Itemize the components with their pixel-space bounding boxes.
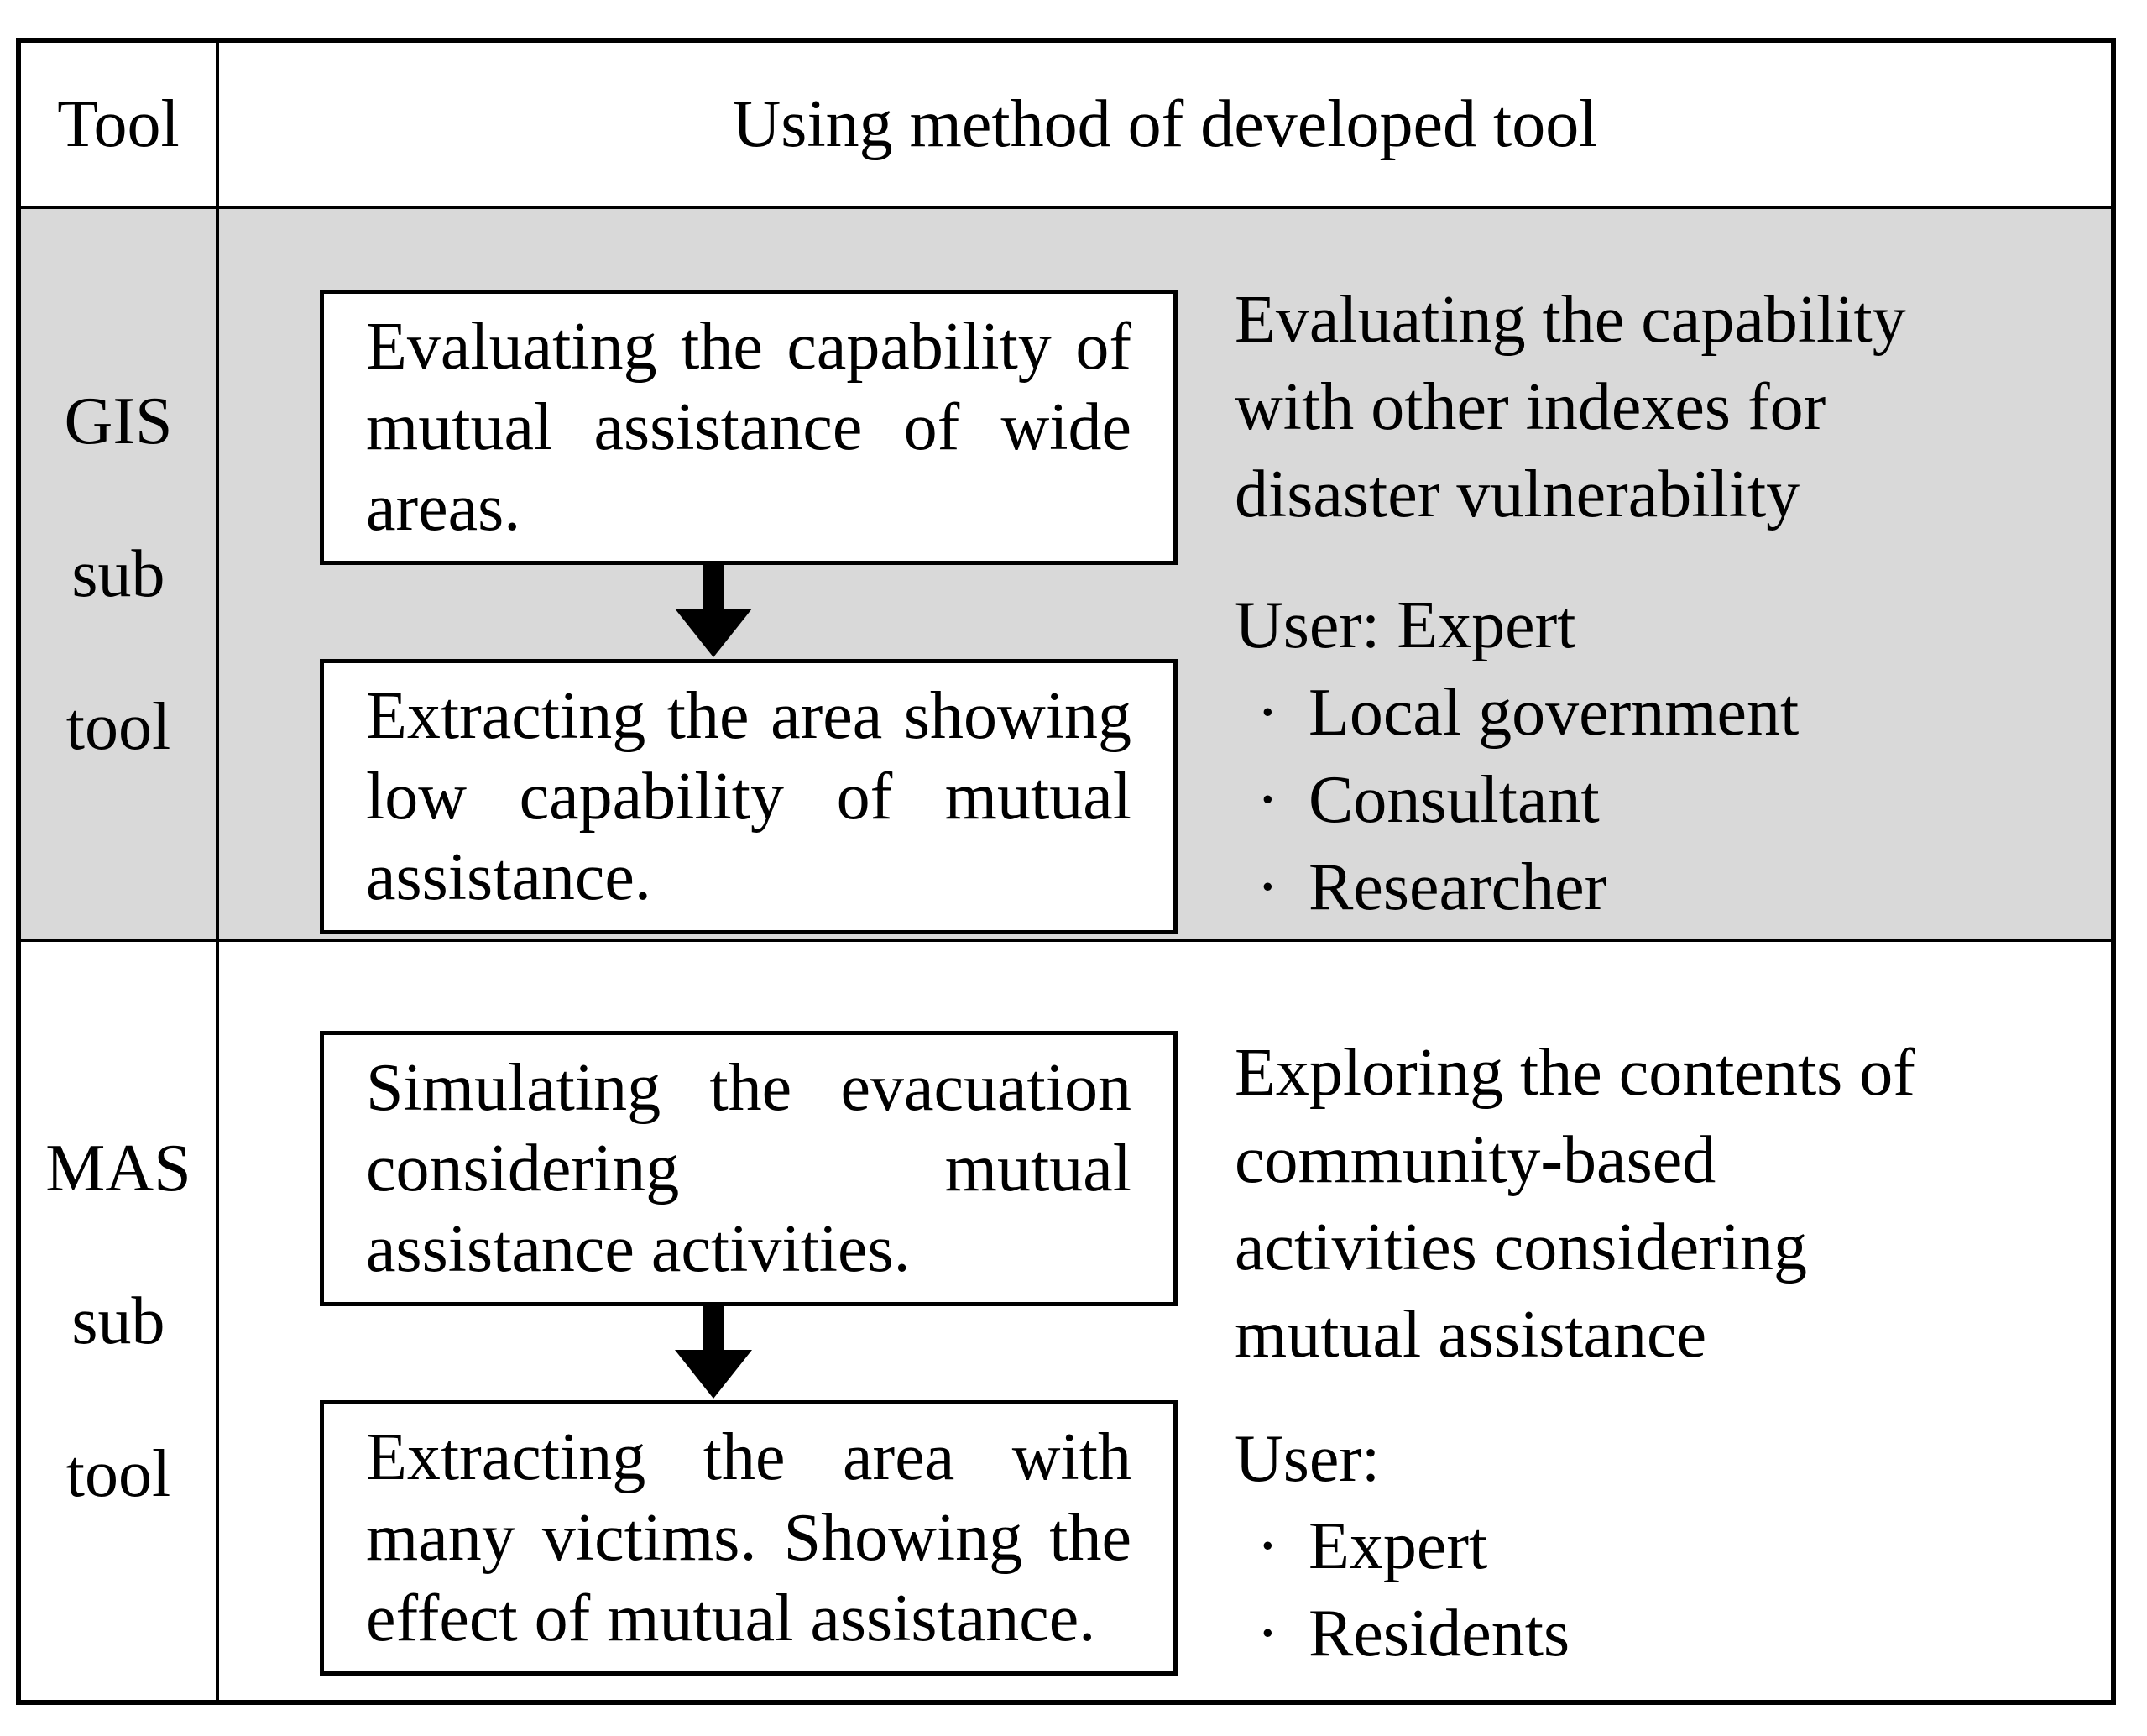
mas-label-line: tool <box>65 1436 171 1511</box>
down-arrow-icon <box>675 565 752 657</box>
header-cell-method: Using method of developed tool <box>219 43 2111 209</box>
mas-description-text: Exploring the contents of community-base… <box>1235 1036 1915 1372</box>
gis-user-list: · Local government · Consultant · Resear… <box>1235 669 1977 931</box>
user-item-label: Local government <box>1309 676 1800 750</box>
bullet-icon: · <box>1256 1597 1279 1671</box>
gis-tool-label-cell: GIS sub tool <box>21 209 219 942</box>
mas-user-list: · Expert · Residents <box>1235 1503 1977 1677</box>
gis-label-line: GIS <box>64 384 173 458</box>
bullet-icon: · <box>1256 1509 1279 1583</box>
user-list-item: · Residents <box>1235 1590 1977 1677</box>
flow-box-extract-low-capability: Extracting the area showing low capabili… <box>320 659 1178 934</box>
gis-user-heading: User: Expert <box>1235 588 1576 662</box>
flow-box-extract-many-victims: Extracting the area with many victims. S… <box>320 1400 1178 1676</box>
user-list-item: · Expert <box>1235 1503 1977 1590</box>
gis-label-line: sub <box>71 536 165 611</box>
gis-method-cell: Evaluating the capability of mutual assi… <box>219 209 2111 942</box>
bullet-icon: · <box>1256 850 1279 924</box>
gis-label-line: tool <box>65 689 171 764</box>
gis-description-column: Evaluating the capability with other ind… <box>1235 209 1977 931</box>
mas-flowchart: Simulating the evacuation considering mu… <box>320 942 1178 1676</box>
gis-description-text: Evaluating the capability with other ind… <box>1235 283 1906 531</box>
gis-arrow-wrap <box>285 565 1142 659</box>
down-arrow-icon <box>675 1306 752 1399</box>
mas-tool-label-cell: MAS sub tool <box>21 942 219 1700</box>
user-list-item: · Local government <box>1235 669 1977 756</box>
bullet-icon: · <box>1256 676 1279 750</box>
header-method-label: Using method of developed tool <box>732 86 1598 161</box>
mas-arrow-wrap <box>285 1306 1142 1400</box>
user-item-label: Researcher <box>1309 850 1607 924</box>
header-cell-tool: Tool <box>21 43 219 209</box>
user-item-label: Expert <box>1309 1509 1488 1583</box>
mas-method-cell: Simulating the evacuation considering mu… <box>219 942 2111 1700</box>
mas-description-column: Exploring the contents of community-base… <box>1235 942 1977 1677</box>
user-list-item: · Consultant <box>1235 756 1977 844</box>
gis-flowchart: Evaluating the capability of mutual assi… <box>320 209 1178 934</box>
user-item-label: Residents <box>1309 1597 1570 1671</box>
user-item-label: Consultant <box>1309 763 1600 837</box>
flow-box-simulate-evacuation: Simulating the evacuation considering mu… <box>320 1031 1178 1306</box>
bullet-icon: · <box>1256 763 1279 837</box>
mas-label-line: MAS <box>45 1131 191 1205</box>
mas-user-heading: User: <box>1235 1422 1381 1496</box>
user-list-item: · Researcher <box>1235 844 1977 931</box>
tool-usage-table: Tool Using method of developed tool GIS … <box>16 38 2116 1705</box>
mas-label-line: sub <box>71 1284 165 1358</box>
flow-box-evaluate-wide-areas: Evaluating the capability of mutual assi… <box>320 290 1178 565</box>
header-tool-label: Tool <box>57 86 180 161</box>
